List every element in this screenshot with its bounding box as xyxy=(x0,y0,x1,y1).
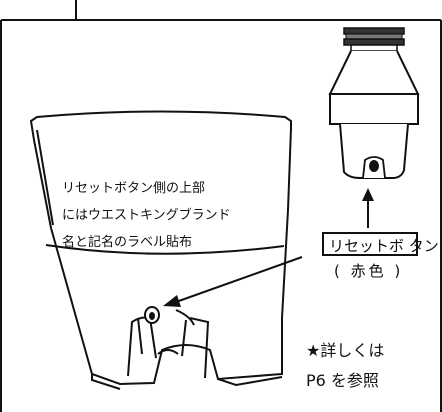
disposer-unit-small xyxy=(328,27,420,179)
reference-line-1: ★詳しくは xyxy=(306,341,385,360)
description-note: リセットボタン側の上部 にはウエストキングブランド 名と記名のラベル貼布 xyxy=(62,175,231,256)
reference-line-2: P6 を参照 xyxy=(306,371,379,390)
description-line: 名と記名のラベル貼布 xyxy=(62,235,193,250)
disposer-unit-large xyxy=(29,110,292,390)
reset-button-large xyxy=(144,306,160,324)
description-line: リセットボタン側の上部 xyxy=(62,181,206,196)
reset-button-label-box xyxy=(322,232,418,256)
color-note: ( 赤色 ) xyxy=(334,262,404,280)
reference-note: ★詳しくは P6 を参照 xyxy=(306,336,384,396)
arrow-to-large-unit xyxy=(163,256,303,307)
description-line: にはウエストキングブランド xyxy=(62,208,231,223)
reset-button-label: リセットボ タン xyxy=(329,237,439,255)
arrow-to-small-unit xyxy=(362,188,374,228)
reset-notch-large xyxy=(127,309,210,379)
